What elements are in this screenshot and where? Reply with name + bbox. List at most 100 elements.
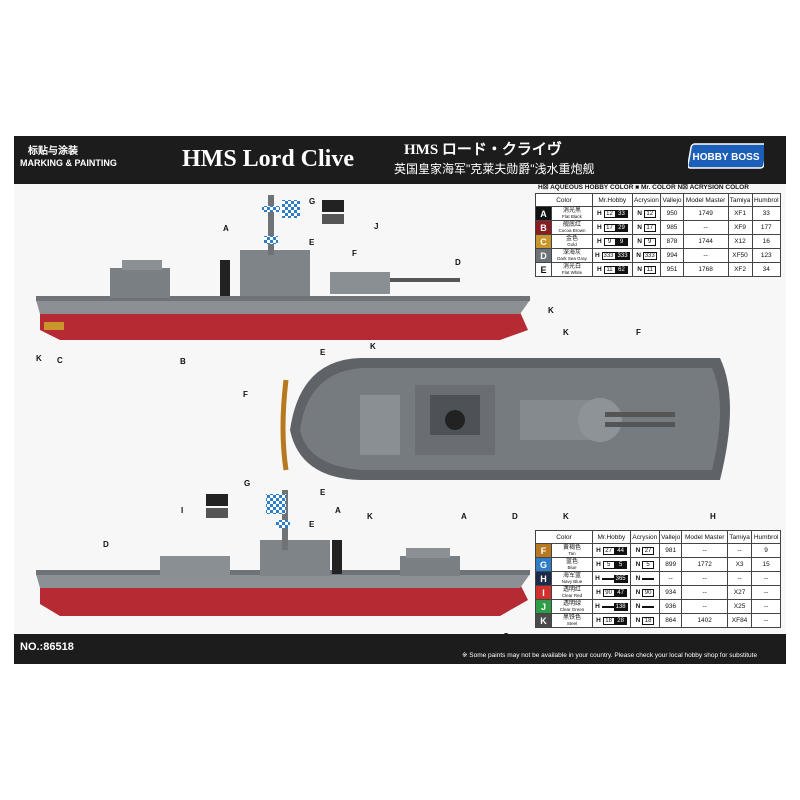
callout-i-bottom: I — [181, 506, 184, 515]
callout-d-plan: D — [512, 512, 518, 521]
color-name-cn: 深海灰 — [562, 249, 581, 256]
color-name-cn: 消光白 — [562, 263, 581, 270]
callout-g-top: G — [309, 197, 316, 206]
color-code: I — [535, 585, 552, 600]
color-name-en: Tan — [568, 550, 576, 556]
legend-h: H — [538, 184, 543, 191]
color-name-en: Flat Black — [562, 213, 582, 219]
color-name-en: Gold — [567, 241, 577, 247]
humbrol-code: 34 — [751, 262, 782, 277]
callout-f-plan-2: F — [243, 390, 248, 399]
humbrol-code: -- — [751, 613, 781, 628]
turret-bottom — [160, 556, 230, 576]
color-name-en: Clear Red — [561, 592, 583, 598]
callout-e-plan: E — [320, 348, 326, 357]
header-en-label: MARKING & PAINTING — [20, 158, 117, 168]
hull-red-bottom — [40, 584, 528, 616]
footer-bar — [14, 634, 786, 664]
callout-d-bottom: D — [103, 540, 109, 549]
color-name-cn: 透明绿 — [562, 600, 581, 607]
flag-g-top — [282, 200, 300, 218]
color-name-cn: 消光黑 — [562, 207, 581, 214]
flag-g-bottom — [266, 494, 286, 514]
japanese-title: HMS ロード・クライヴ — [404, 142, 562, 158]
vallejo-code: 951 — [660, 262, 684, 277]
color-name-en: Clear Green — [559, 606, 585, 612]
callout-a-top: A — [223, 224, 229, 233]
page-title: HMS Lord Clive — [182, 146, 354, 172]
callout-j-top: J — [374, 222, 379, 231]
callout-e-top: E — [309, 238, 315, 247]
side-profile-top — [36, 195, 530, 340]
legend-n: N — [677, 184, 683, 191]
callout-a-plan: A — [461, 512, 467, 521]
color-name-cn: 海军蓝 — [562, 572, 581, 579]
table-header-cell: Acrysion — [629, 530, 660, 544]
tamiya-code: XF2 — [727, 262, 753, 277]
callout-k-plan-4: K — [563, 512, 569, 521]
color-name-en: Dark Sea Gray — [557, 255, 587, 261]
chinese-title: 英国皇家海军"克莱夫勋爵"浅水重炮舰 — [394, 162, 595, 176]
callout-c-top: C — [57, 356, 63, 365]
callout-f-plan-1: F — [636, 328, 641, 337]
callout-k-plan-2: K — [563, 328, 569, 337]
humbrol-code: 123 — [751, 248, 782, 263]
side-profile-bottom — [36, 490, 530, 616]
color-name-en: Cocoa Brown — [558, 227, 586, 233]
legend-m: Mr. COLOR — [640, 184, 676, 191]
logo-text: HOBBY BOSS — [692, 152, 759, 163]
mr-hobby-code: H 138 — [592, 599, 631, 614]
callout-k-plan-3: K — [367, 512, 373, 521]
table-header-cell: Humbrol — [751, 193, 782, 207]
callout-e-bottom: E — [309, 520, 315, 529]
turret-top — [330, 272, 390, 294]
hobby-boss-logo: HOBBY BOSS — [688, 143, 764, 169]
color-name-en: Steel — [566, 620, 578, 626]
color-name-en: Navy Blue — [561, 578, 583, 584]
header-cn-label: 标贴与涂装 — [28, 146, 78, 157]
callout-e-plan-2: E — [320, 488, 326, 497]
paint-legend: H☒ AQUEOUS HOBBY COLOR ■ Mr. COLOR N☒ AC… — [538, 184, 749, 191]
hull-red-top — [40, 312, 528, 340]
color-code: B — [535, 220, 552, 235]
callout-k-top-bow: K — [36, 354, 42, 363]
acrysion-code: N 18 — [629, 613, 660, 628]
callout-k-top-stern: K — [548, 306, 554, 315]
legend-n-text: ACRYSION COLOR — [689, 184, 749, 191]
mast-top — [268, 195, 274, 255]
callout-d-top: D — [455, 258, 461, 267]
callout-f-top: F — [352, 249, 357, 258]
callout-g-bottom: G — [244, 479, 251, 488]
forward-superstructure-top — [110, 268, 170, 298]
hull-gray-top — [36, 300, 530, 314]
tamiya-code: XF84 — [726, 613, 753, 628]
color-name-cn: 金色 — [565, 235, 578, 242]
plan-view — [280, 358, 730, 480]
callout-h-plan: H — [710, 512, 716, 521]
legend-h-text: AQUEOUS HOBBY COLOR — [550, 184, 634, 191]
callout-b-top: B — [180, 357, 186, 366]
color-name-cn: 蓝色 — [565, 558, 578, 565]
color-name-cn: 舰底红 — [562, 221, 581, 228]
color-name-cn: 黑铁色 — [562, 614, 581, 621]
